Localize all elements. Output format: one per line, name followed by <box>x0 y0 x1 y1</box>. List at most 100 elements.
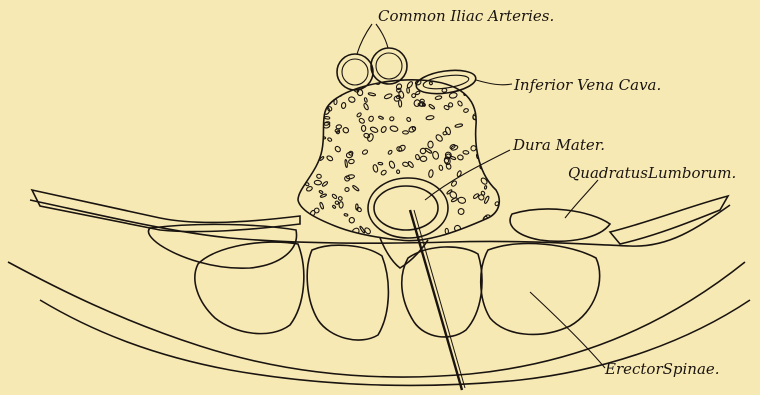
bone-speckle <box>332 237 336 243</box>
bone-speckle <box>334 145 341 152</box>
bone-speckle <box>435 134 444 143</box>
bone-speckle <box>338 196 343 201</box>
bone-speckle <box>297 156 303 162</box>
bone-speckle <box>309 112 314 116</box>
bone-speckle <box>432 151 440 160</box>
bone-speckle <box>490 124 496 129</box>
bone-speckle <box>356 207 362 213</box>
bone-speckle <box>457 100 463 106</box>
bone-speckle <box>302 212 308 218</box>
bone-speckle <box>495 215 503 221</box>
leader-erector <box>530 292 605 368</box>
bone-speckle <box>300 100 306 106</box>
bone-speckle <box>481 151 489 157</box>
bone-speckle <box>390 125 399 132</box>
bone-speckle <box>298 105 306 113</box>
leader-common-iliac-right <box>376 24 388 48</box>
bone-speckle <box>455 123 463 127</box>
bone-speckle <box>457 154 464 160</box>
bone-speckle <box>303 165 309 170</box>
bone-speckle <box>473 234 478 240</box>
bone-speckle <box>344 213 348 216</box>
bone-speckle <box>342 127 349 134</box>
bone-speckle <box>348 96 356 103</box>
bone-speckle <box>319 190 323 194</box>
bone-speckle <box>326 155 333 162</box>
bone-speckle <box>388 160 395 169</box>
bone-speckle <box>320 194 327 198</box>
bone-speckle <box>364 227 372 235</box>
bone-speckle <box>300 164 309 172</box>
erector-spinae-center-left <box>307 245 388 340</box>
bone-speckle <box>348 159 354 164</box>
bone-speckle <box>316 136 320 140</box>
bone-speckle <box>388 150 393 155</box>
bone-speckle <box>311 154 316 159</box>
bone-speckle <box>331 79 335 86</box>
leader-vena-cava <box>476 80 512 85</box>
bone-speckle <box>439 165 444 171</box>
bone-speckle <box>486 139 493 148</box>
erector-spinae-left <box>195 242 304 334</box>
bone-speckle <box>445 127 452 136</box>
bone-speckle <box>346 174 354 179</box>
bone-speckle <box>450 156 456 160</box>
bone-speckle <box>435 95 442 100</box>
bone-speckle <box>457 208 464 215</box>
bone-speckle <box>457 196 466 204</box>
bone-speckle <box>351 233 355 237</box>
bone-speckle <box>362 149 369 155</box>
bone-speckle <box>336 124 342 129</box>
label-common-iliac: Common Iliac Arteries. <box>378 7 554 25</box>
bone-speckle <box>443 131 448 135</box>
bone-speckle <box>313 207 320 214</box>
bone-speckle <box>304 141 310 147</box>
bone-speckle <box>428 141 433 148</box>
bone-speckle <box>384 93 393 100</box>
bone-speckle <box>352 185 359 192</box>
erector-spinae-right <box>481 244 600 335</box>
bone-speckle <box>363 103 369 111</box>
bone-speckle <box>403 131 409 134</box>
bone-speckle <box>428 170 433 178</box>
bone-speckle <box>380 169 387 175</box>
bone-speckle <box>349 217 355 223</box>
bone-speckle <box>324 116 329 119</box>
bone-speckle <box>319 136 326 140</box>
bone-speckle <box>335 201 339 205</box>
bone-speckle <box>298 111 304 117</box>
bone-speckle <box>370 126 379 133</box>
bone-speckle <box>407 88 410 94</box>
bone-speckle <box>309 94 318 103</box>
bone-speckle <box>299 179 303 183</box>
bone-speckle <box>303 131 307 136</box>
bone-speckle <box>318 81 324 87</box>
bone-speckle <box>333 88 341 93</box>
bone-speckle <box>320 223 327 229</box>
label-quadratus: QuadratusLumborum. <box>568 164 736 182</box>
bone-speckle <box>463 150 469 154</box>
bone-speckle <box>317 151 320 156</box>
bone-speckle <box>298 171 307 180</box>
bone-speckle <box>350 236 357 244</box>
bone-speckle <box>361 125 366 131</box>
bone-speckle <box>368 116 374 123</box>
bone-speckle <box>428 104 435 110</box>
bone-speckle <box>389 116 394 121</box>
bone-speckle <box>322 181 329 187</box>
bone-speckle <box>378 116 383 120</box>
bone-speckle <box>426 115 435 120</box>
bone-speckle <box>490 220 494 224</box>
bone-speckle <box>480 136 486 140</box>
bone-speckle <box>491 216 496 222</box>
label-vena-cava: Inferior Vena Cava. <box>513 76 661 94</box>
bone-speckle <box>332 194 338 200</box>
bone-speckle <box>445 228 449 234</box>
bone-speckle <box>484 196 490 204</box>
bone-speckle <box>492 126 496 130</box>
bone-speckle <box>415 154 420 160</box>
bone-speckle <box>319 202 324 209</box>
bone-speckle <box>316 174 321 179</box>
